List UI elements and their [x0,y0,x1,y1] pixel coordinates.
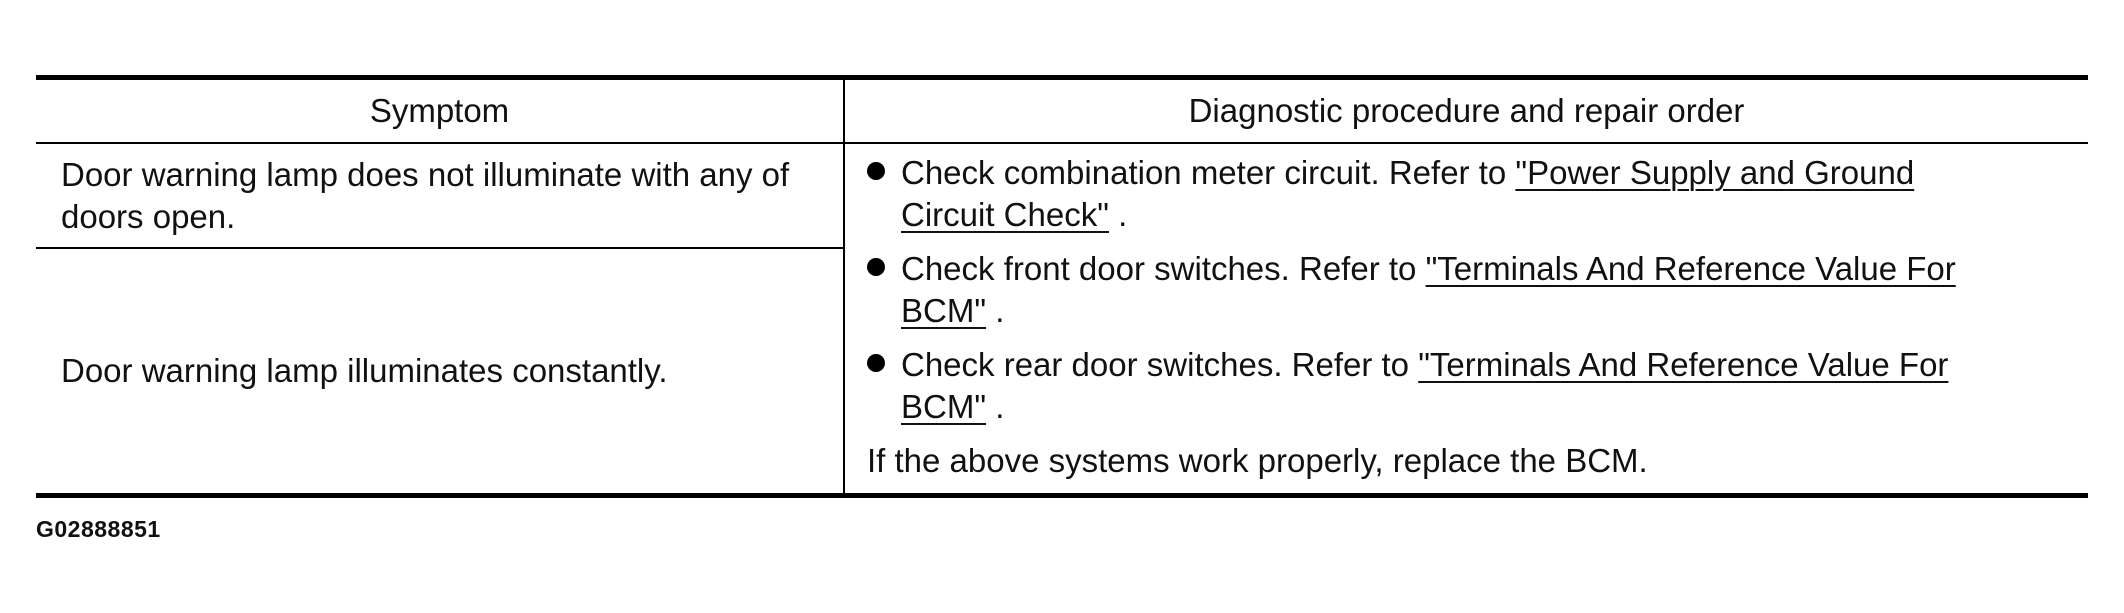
reference-link[interactable]: "Terminals And Reference Value For BCM" [901,250,1956,329]
step-suffix: . [986,292,1005,329]
step-text: Check combination meter circuit. Refer t… [901,154,1516,191]
diagnostic-table: Symptom Diagnostic procedure and repair … [36,75,2088,498]
procedure-step: Check combination meter circuit. Refer t… [867,152,2001,236]
reference-link[interactable]: "Terminals And Reference Value For BCM" [901,346,1949,425]
step-text: Check front door switches. Refer to [901,250,1426,287]
step-suffix: . [986,388,1005,425]
procedure-steps-list: Check combination meter circuit. Refer t… [867,152,2048,428]
procedure-step: Check front door switches. Refer to "Ter… [867,248,2001,332]
table-row: Door warning lamp does not illuminate wi… [36,143,2088,479]
bullet-icon [867,162,885,180]
header-symptom: Symptom [36,77,845,144]
symptom-cell: Door warning lamp illuminates constantly… [36,248,845,496]
step-suffix: . [1108,196,1128,233]
symptom-cell: Door warning lamp does not illuminate wi… [36,143,845,249]
procedure-step: Check rear door switches. Refer to "Term… [867,344,2001,428]
diagnostic-table-container: Symptom Diagnostic procedure and repair … [36,75,2088,498]
bullet-icon [867,354,885,372]
header-procedure: Diagnostic procedure and repair order [844,77,2088,144]
step-text: Check rear door switches. Refer to [901,346,1419,383]
table-header-row: Symptom Diagnostic procedure and repair … [36,77,2088,144]
figure-id: G02888851 [36,516,161,542]
bullet-icon [867,258,885,276]
conclusion-text: If the above systems work properly, repl… [867,442,1648,479]
procedure-cell: Check combination meter circuit. Refer t… [844,143,2088,496]
reference-link[interactable]: "Power Supply and Ground Circuit Check" [901,154,1915,233]
